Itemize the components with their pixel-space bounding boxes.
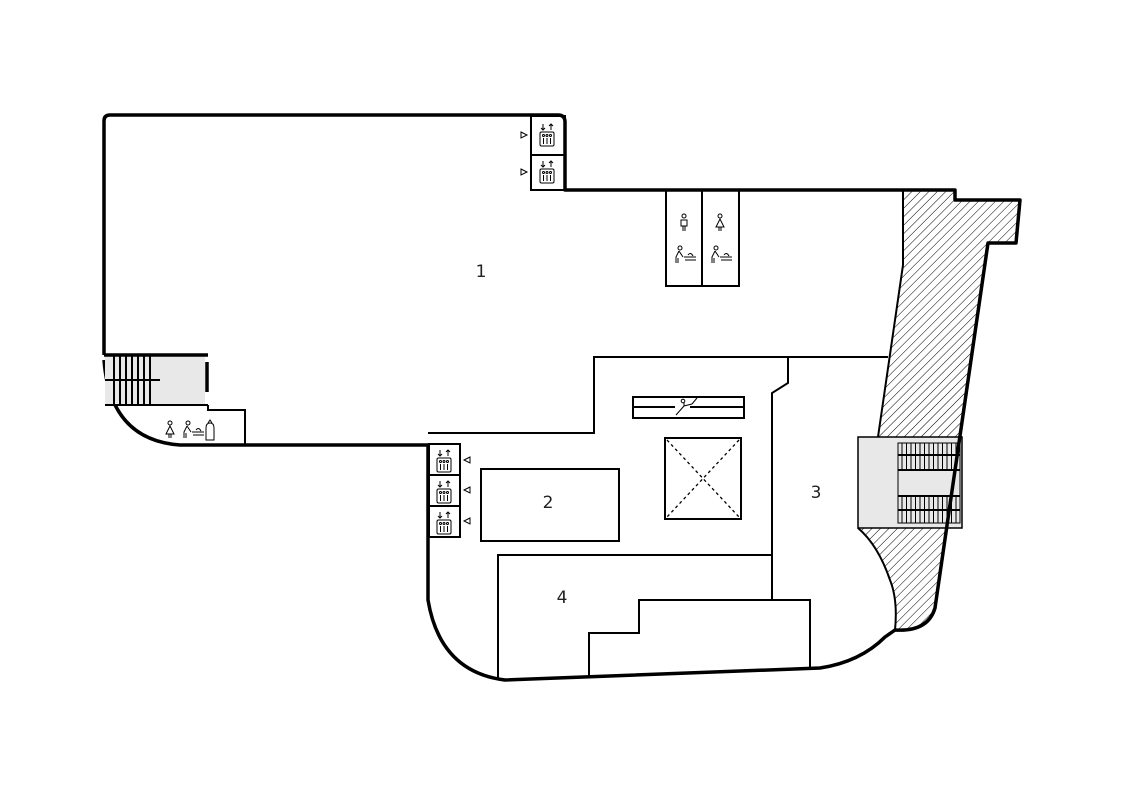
interior-walls bbox=[104, 354, 888, 678]
room-2-label[interactable]: 2 bbox=[543, 493, 554, 513]
stairs-right[interactable] bbox=[857, 436, 963, 529]
room-4-label[interactable]: 4 bbox=[557, 588, 568, 608]
elevator-icon bbox=[436, 480, 452, 504]
baby-changing-icon bbox=[675, 245, 697, 264]
elevator-icon bbox=[436, 511, 452, 535]
multipurpose-toilet-icon bbox=[205, 419, 215, 441]
elevator-icon bbox=[539, 123, 555, 147]
baby-changing-icon bbox=[711, 245, 733, 264]
toilets[interactable] bbox=[665, 189, 740, 287]
toilet-female-icon bbox=[715, 213, 725, 232]
elevators-left[interactable] bbox=[428, 443, 471, 538]
escalator[interactable] bbox=[632, 396, 745, 419]
entrance-arrow-icon bbox=[520, 131, 529, 176]
void bbox=[664, 437, 742, 520]
toilet-male-icon bbox=[680, 213, 688, 232]
hatch-edge bbox=[877, 190, 904, 438]
stairs-icon bbox=[901, 443, 957, 523]
toilets-left[interactable] bbox=[165, 419, 215, 441]
void-icon bbox=[666, 439, 740, 518]
hatch-edge bbox=[857, 527, 897, 631]
entrance-arrow-icon bbox=[462, 456, 471, 525]
elevator-icon bbox=[436, 449, 452, 473]
room-2-outline bbox=[480, 468, 620, 542]
room-1-label[interactable]: 1 bbox=[476, 262, 487, 282]
stairs-left[interactable] bbox=[104, 353, 209, 406]
room-3-label[interactable]: 3 bbox=[811, 483, 822, 503]
toilet-female-icon bbox=[165, 420, 175, 439]
elevator-icon bbox=[539, 160, 555, 184]
elevators-top[interactable] bbox=[520, 115, 566, 191]
baby-changing-icon bbox=[183, 420, 205, 439]
